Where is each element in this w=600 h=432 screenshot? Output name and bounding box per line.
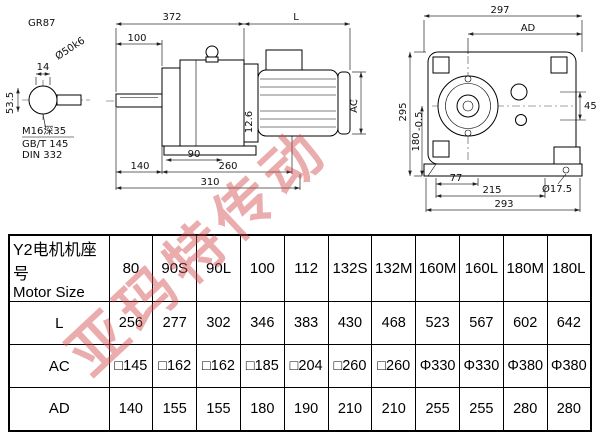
row-label-AC: AC: [8, 344, 110, 388]
table-row-AC: AC □145 □162 □162 □185 □204 □260 □260 Φ3…: [8, 344, 592, 388]
dim-45: 45: [584, 101, 597, 112]
dim-AD: AD: [521, 23, 536, 34]
table-header-row: Y2电机机座号 Motor Size 80 90S 90L 100 112 13…: [8, 234, 592, 302]
col-header-180m: 180M: [502, 234, 548, 302]
cell-AD-160l: 255: [459, 387, 504, 431]
table-row-L: L 256 277 302 346 383 430 468 523 567 60…: [8, 301, 592, 345]
col-header-112: 112: [283, 234, 329, 302]
cell-AD-112: 190: [283, 387, 329, 431]
cell-AC-160l: Φ330: [459, 344, 504, 388]
col-header-90l: 90L: [196, 234, 241, 302]
front-view-parts: [423, 51, 583, 177]
row-label-L: L: [8, 301, 110, 345]
technical-drawing: GR87 14 Ø50k6 53.5 M16深35 GB/T 145 DIN 3…: [5, 5, 597, 212]
note-gbt145: GB/T 145: [22, 139, 68, 150]
cell-L-132s: 430: [327, 301, 373, 345]
note-din332: DIN 332: [22, 150, 62, 161]
col-header-132m: 132M: [371, 234, 417, 302]
dim-180-tol: -0.5: [414, 111, 425, 131]
cell-AC-180m: Φ380: [502, 344, 548, 388]
header-label-en: Motor Size: [13, 284, 85, 301]
cell-AD-180m: 280: [502, 387, 548, 431]
cell-AD-160m: 255: [415, 387, 460, 431]
cell-AC-160m: Φ330: [415, 344, 460, 388]
dim-260: 260: [218, 161, 237, 172]
cell-AD-132m: 210: [371, 387, 417, 431]
col-header-80: 80: [108, 234, 154, 302]
dim-293: 293: [494, 199, 513, 210]
cell-AC-90s: □162: [152, 344, 198, 388]
cell-L-132m: 468: [371, 301, 417, 345]
cell-L-112: 383: [283, 301, 329, 345]
cell-AC-132m: □260: [371, 344, 417, 388]
dim-AC: AC: [349, 99, 360, 113]
dim-180: 180: [411, 132, 422, 151]
dim-310: 310: [200, 177, 219, 188]
shaft-end-detail: [22, 80, 90, 120]
dim-53-5: 53.5: [5, 92, 16, 114]
cell-AC-112: □204: [283, 344, 329, 388]
header-label-cn: Y2电机机座号: [13, 242, 97, 283]
motor-size-header-cell: Y2电机机座号 Motor Size: [8, 234, 110, 302]
col-header-160m: 160M: [415, 234, 460, 302]
motor-dimension-table: Y2电机机座号 Motor Size 80 90S 90L 100 112 13…: [8, 234, 592, 432]
col-header-160l: 160L: [459, 234, 504, 302]
row-label-AD: AD: [8, 387, 110, 431]
dim-77: 77: [450, 173, 463, 184]
dim-14: 14: [37, 62, 50, 73]
table-row-AD: AD 140 155 155 180 190 210 210 255 255 2…: [8, 387, 592, 431]
dim-d17-5: Ø17.5: [542, 183, 572, 195]
cell-AD-90s: 155: [152, 387, 198, 431]
cell-L-180l: 642: [546, 301, 592, 345]
dim-295: 295: [398, 102, 409, 121]
motor-fins: [260, 78, 336, 128]
col-header-100: 100: [239, 234, 285, 302]
dim-372: 372: [162, 12, 181, 23]
note-m16: M16深35: [22, 125, 66, 137]
dim-100: 100: [127, 33, 146, 44]
col-header-180l: 180L: [546, 234, 592, 302]
cell-AD-90l: 155: [196, 387, 241, 431]
cell-L-100: 346: [239, 301, 285, 345]
dim-d50k6: Ø50k6: [53, 35, 87, 63]
cell-AC-132s: □260: [327, 344, 373, 388]
front-view-dims: 297 AD 295 180 -0.5 45 77 21: [398, 5, 597, 212]
dim-215: 215: [482, 185, 501, 196]
cell-AC-80: □145: [108, 344, 154, 388]
model-title: GR87: [28, 18, 55, 29]
cell-AC-90l: □162: [196, 344, 241, 388]
cell-AD-80: 140: [108, 387, 154, 431]
cell-L-160m: 523: [415, 301, 460, 345]
dim-297: 297: [490, 5, 509, 16]
cell-AD-180l: 280: [546, 387, 592, 431]
cell-L-90s: 277: [152, 301, 198, 345]
cell-L-180m: 602: [502, 301, 548, 345]
col-header-132s: 132S: [327, 234, 373, 302]
cell-L-80: 256: [108, 301, 154, 345]
cell-L-160l: 567: [459, 301, 504, 345]
cell-AD-100: 180: [239, 387, 285, 431]
side-view-parts: [106, 45, 358, 156]
cell-AC-180l: Φ380: [546, 344, 592, 388]
cell-AD-132s: 210: [327, 387, 373, 431]
dim-90: 90: [188, 149, 201, 160]
dim-L: L: [293, 12, 299, 23]
side-view-dims: 372 L 100 AC 12.6 90 140 260 310: [115, 12, 366, 190]
col-header-90s: 90S: [152, 234, 198, 302]
cell-AC-100: □185: [239, 344, 285, 388]
cell-L-90l: 302: [196, 301, 241, 345]
dim-140: 140: [130, 161, 149, 172]
dim-12-6: 12.6: [244, 111, 255, 133]
